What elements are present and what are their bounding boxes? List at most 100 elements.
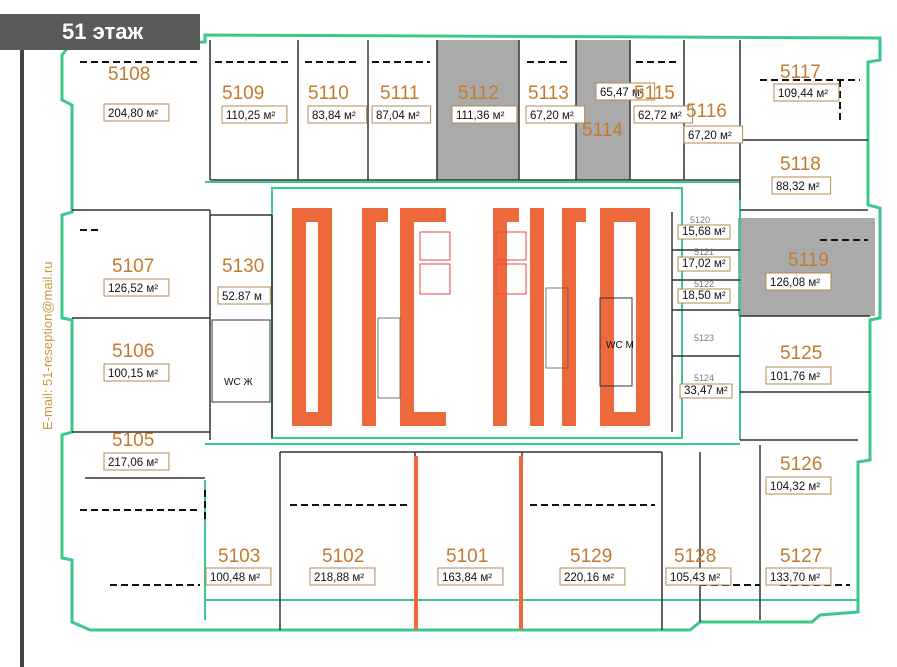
area-box-5126 — [765, 476, 832, 495]
room-area-5111: 87,04 м² — [376, 110, 420, 122]
room-area-5121: 17,02 м² — [682, 258, 726, 270]
area-box-5106 — [103, 363, 170, 382]
room-area-5130: 52.87 м — [222, 291, 262, 303]
room-number-5107: 5107 — [112, 256, 154, 277]
area-box-5107 — [103, 278, 170, 297]
area-box-5112 — [451, 105, 518, 124]
area-box-5105 — [103, 452, 170, 471]
room-area-5107: 126,52 м² — [108, 283, 158, 295]
room-area-5102: 218,88 м² — [314, 572, 364, 584]
area-box-5108 — [103, 103, 170, 122]
area-box-5109 — [221, 105, 288, 124]
core-columns — [292, 208, 650, 630]
area-box-5115 — [633, 105, 694, 124]
plan-structure — [20, 30, 882, 667]
room-number-5111: 5111 — [380, 83, 419, 104]
room-area-5108: 204,80 м² — [108, 108, 158, 120]
room-area-5106: 100,15 м² — [108, 368, 158, 380]
room-number-5118: 5118 — [780, 154, 821, 175]
room-number-5127: 5127 — [780, 546, 822, 567]
room-area-5118: 88,32 м² — [776, 181, 820, 193]
room-number-5115: 5115 — [634, 83, 675, 104]
room-number-5124: 5124 — [694, 373, 714, 383]
room-area-5110: 83,84 м² — [312, 110, 356, 122]
room-area-5116: 67,20 м² — [688, 130, 732, 142]
area-box-5113 — [525, 105, 586, 124]
occupied-room-fill — [738, 218, 875, 316]
room-number-5128: 5128 — [674, 546, 716, 567]
room-area-5122: 18,50 м² — [682, 290, 726, 302]
room-number-5125: 5125 — [780, 343, 822, 364]
room-area-5103: 100,48 м² — [210, 572, 260, 584]
room-area-5105: 217,06 м² — [108, 457, 158, 469]
area-box-5101 — [437, 567, 504, 586]
room-number-5114: 5114 — [582, 120, 623, 141]
room-area-5120: 15,68 м² — [682, 226, 726, 238]
room-number-5108: 5108 — [108, 64, 150, 85]
area-box-5110 — [307, 105, 368, 124]
room-number-5102: 5102 — [322, 546, 364, 567]
stairs — [377, 287, 569, 399]
room-area-5117: 109,44 м² — [778, 88, 828, 100]
room-number-5113: 5113 — [528, 83, 569, 104]
elevator-blocks — [419, 231, 527, 295]
room-number-5123: 5123 — [694, 333, 714, 343]
area-box-5122 — [677, 288, 731, 304]
room-number-5129: 5129 — [570, 546, 612, 567]
area-box-5121 — [677, 256, 731, 272]
area-box-5114 — [595, 82, 656, 101]
area-box-5117 — [773, 83, 840, 102]
room-area-5126: 104,32 м² — [770, 481, 820, 493]
area-box-5111 — [371, 105, 432, 124]
area-box-5128 — [665, 567, 732, 586]
area-box-5125 — [765, 366, 832, 385]
room-area-5124: 33,47 м² — [684, 385, 728, 397]
room-number-5112: 5112 — [458, 83, 499, 104]
room-number-5119: 5119 — [788, 250, 829, 271]
area-box-5119 — [765, 272, 832, 291]
area-box-5116 — [683, 125, 744, 144]
area-box-5129 — [559, 567, 626, 586]
room-number-5121: 5121 — [694, 247, 714, 257]
room-number-5103: 5103 — [218, 546, 260, 567]
room-number-5120: 5120 — [690, 215, 710, 225]
area-box-5103 — [205, 567, 272, 586]
room-number-5122: 5122 — [694, 279, 714, 289]
frame-bar — [20, 30, 24, 667]
area-box-5120 — [677, 224, 731, 240]
room-area-5115: 62,72 м² — [638, 110, 682, 122]
room-number-5105: 5105 — [112, 430, 154, 451]
wc-women-label: WC Ж — [224, 377, 253, 388]
room-number-5130: 5130 — [222, 256, 264, 277]
area-box-5124 — [679, 383, 733, 399]
room-number-5126: 5126 — [780, 454, 822, 475]
area-box-5130 — [217, 286, 271, 305]
area-box-5102 — [309, 567, 376, 586]
area-box-5118 — [771, 176, 832, 195]
room-area-5119: 126,08 м² — [770, 277, 820, 289]
room-number-5109: 5109 — [222, 83, 264, 104]
room-number-5101: 5101 — [446, 546, 488, 567]
room-number-5110: 5110 — [308, 83, 349, 104]
wc-women-block — [211, 319, 271, 403]
room-number-5106: 5106 — [112, 341, 154, 362]
room-area-5125: 101,76 м² — [770, 371, 820, 383]
room-labels: 5108 204,80 м² 5109 110,25 м² 5110 83,84 м² 51… — [103, 62, 840, 586]
room-area-5113: 67,20 м² — [530, 110, 574, 122]
floor-label: 51 этаж — [0, 14, 200, 50]
partition-walls — [72, 40, 870, 630]
area-box-5127 — [765, 567, 832, 586]
wc-men-label: WC М — [606, 340, 634, 351]
room-area-5112: 111,36 м² — [456, 110, 505, 122]
room-area-5101: 163,84 м² — [442, 572, 492, 584]
room-number-5116: 5116 — [686, 101, 727, 122]
room-area-5128: 105,43 м² — [670, 572, 720, 584]
room-area-5114: 65,47 м² — [600, 87, 644, 99]
room-area-5127: 133,70 м² — [770, 572, 820, 584]
room-number-5117: 5117 — [780, 62, 821, 83]
wc-men-block — [599, 297, 633, 387]
core-outline — [271, 187, 683, 439]
room-area-5129: 220,16 м² — [564, 572, 614, 584]
room-area-5109: 110,25 м² — [226, 110, 275, 122]
